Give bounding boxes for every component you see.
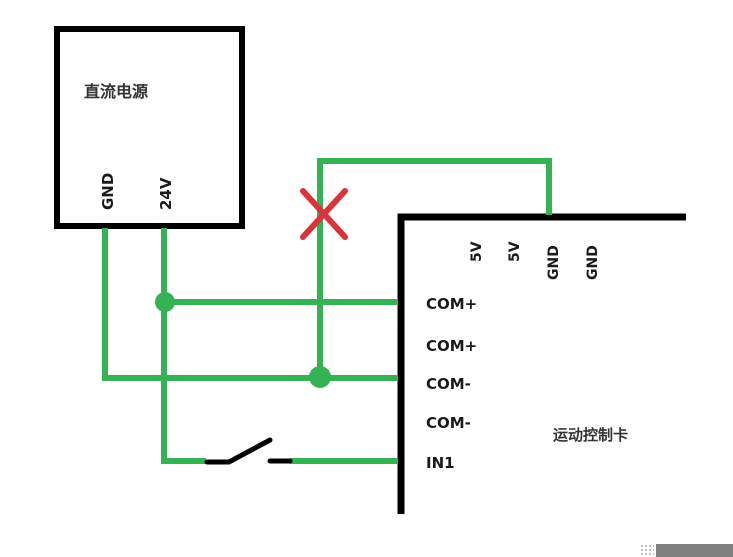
controller-pin-in1: IN1 xyxy=(426,454,455,472)
cross-icon xyxy=(300,188,348,240)
power-supply-box: 直流电源 GND 24V xyxy=(54,26,245,229)
wire-24v-to-com-plus xyxy=(161,228,398,305)
corner-artifact-dots xyxy=(640,544,654,557)
controller-pin-com-minus-1: COM- xyxy=(426,375,471,393)
power-supply-title: 直流电源 xyxy=(84,82,148,101)
wire-24v-to-switch xyxy=(161,302,206,464)
wire-gnd-to-com-minus xyxy=(102,228,398,381)
controller-pin-com-minus-2: COM- xyxy=(426,414,471,432)
controller-pin-com-plus-1: COM+ xyxy=(426,295,477,313)
controller-pin-gnd-2: GND xyxy=(585,245,601,280)
controller-pin-gnd-1: GND xyxy=(546,245,562,280)
power-pin-gnd: GND xyxy=(99,173,117,210)
power-supply-outline xyxy=(54,26,245,229)
controller-pin-5v-1: 5V xyxy=(469,241,485,262)
controller-outline xyxy=(397,213,686,514)
controller-title: 运动控制卡 xyxy=(553,426,628,444)
junction-dot-com-minus xyxy=(309,366,331,388)
power-pin-24v: 24V xyxy=(157,177,175,210)
wire-crossed-gnd-loop xyxy=(317,158,552,378)
switch-lever xyxy=(204,437,273,465)
controller-pin-com-plus-2: COM+ xyxy=(426,337,477,355)
controller-pin-5v-2: 5V xyxy=(507,241,523,262)
junction-dot-24v xyxy=(155,292,175,312)
switch-symbol xyxy=(204,437,293,465)
controller-card: 5V 5V GND GND COM+ COM+ COM- COM- IN1 运动… xyxy=(397,213,686,514)
corner-artifact-bar xyxy=(656,544,733,557)
